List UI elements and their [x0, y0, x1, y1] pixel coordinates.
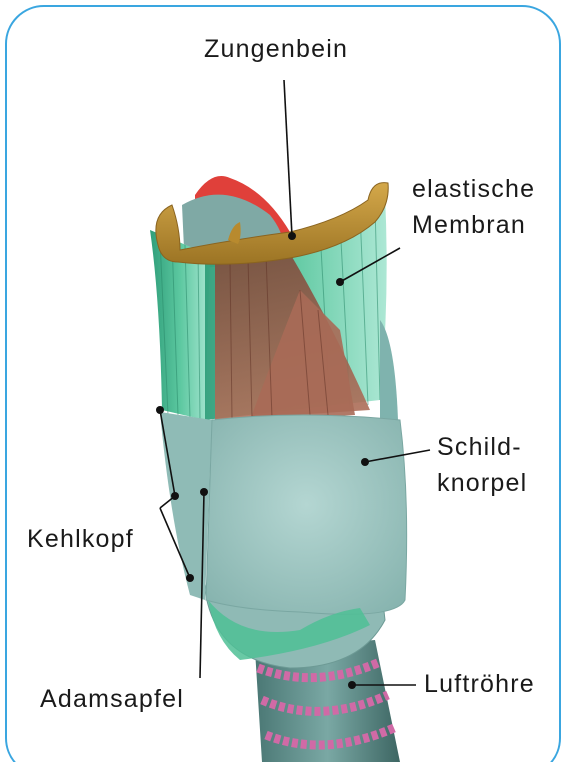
- label-membran: Membran: [412, 210, 526, 240]
- label-knorpel: knorpel: [437, 468, 527, 498]
- leader-zungenbein: [284, 80, 292, 236]
- membrane-right-edge: [380, 320, 398, 430]
- label-elastische: elastische: [412, 174, 535, 204]
- label-zungenbein: Zungenbein: [204, 34, 348, 64]
- label-schild: Schild-: [437, 432, 522, 462]
- label-adamsapfel: Adamsapfel: [40, 684, 184, 714]
- thyroid-cartilage: [160, 412, 407, 614]
- label-kehlkopf: Kehlkopf: [27, 524, 134, 554]
- label-luftroehre: Luftröhre: [424, 669, 535, 699]
